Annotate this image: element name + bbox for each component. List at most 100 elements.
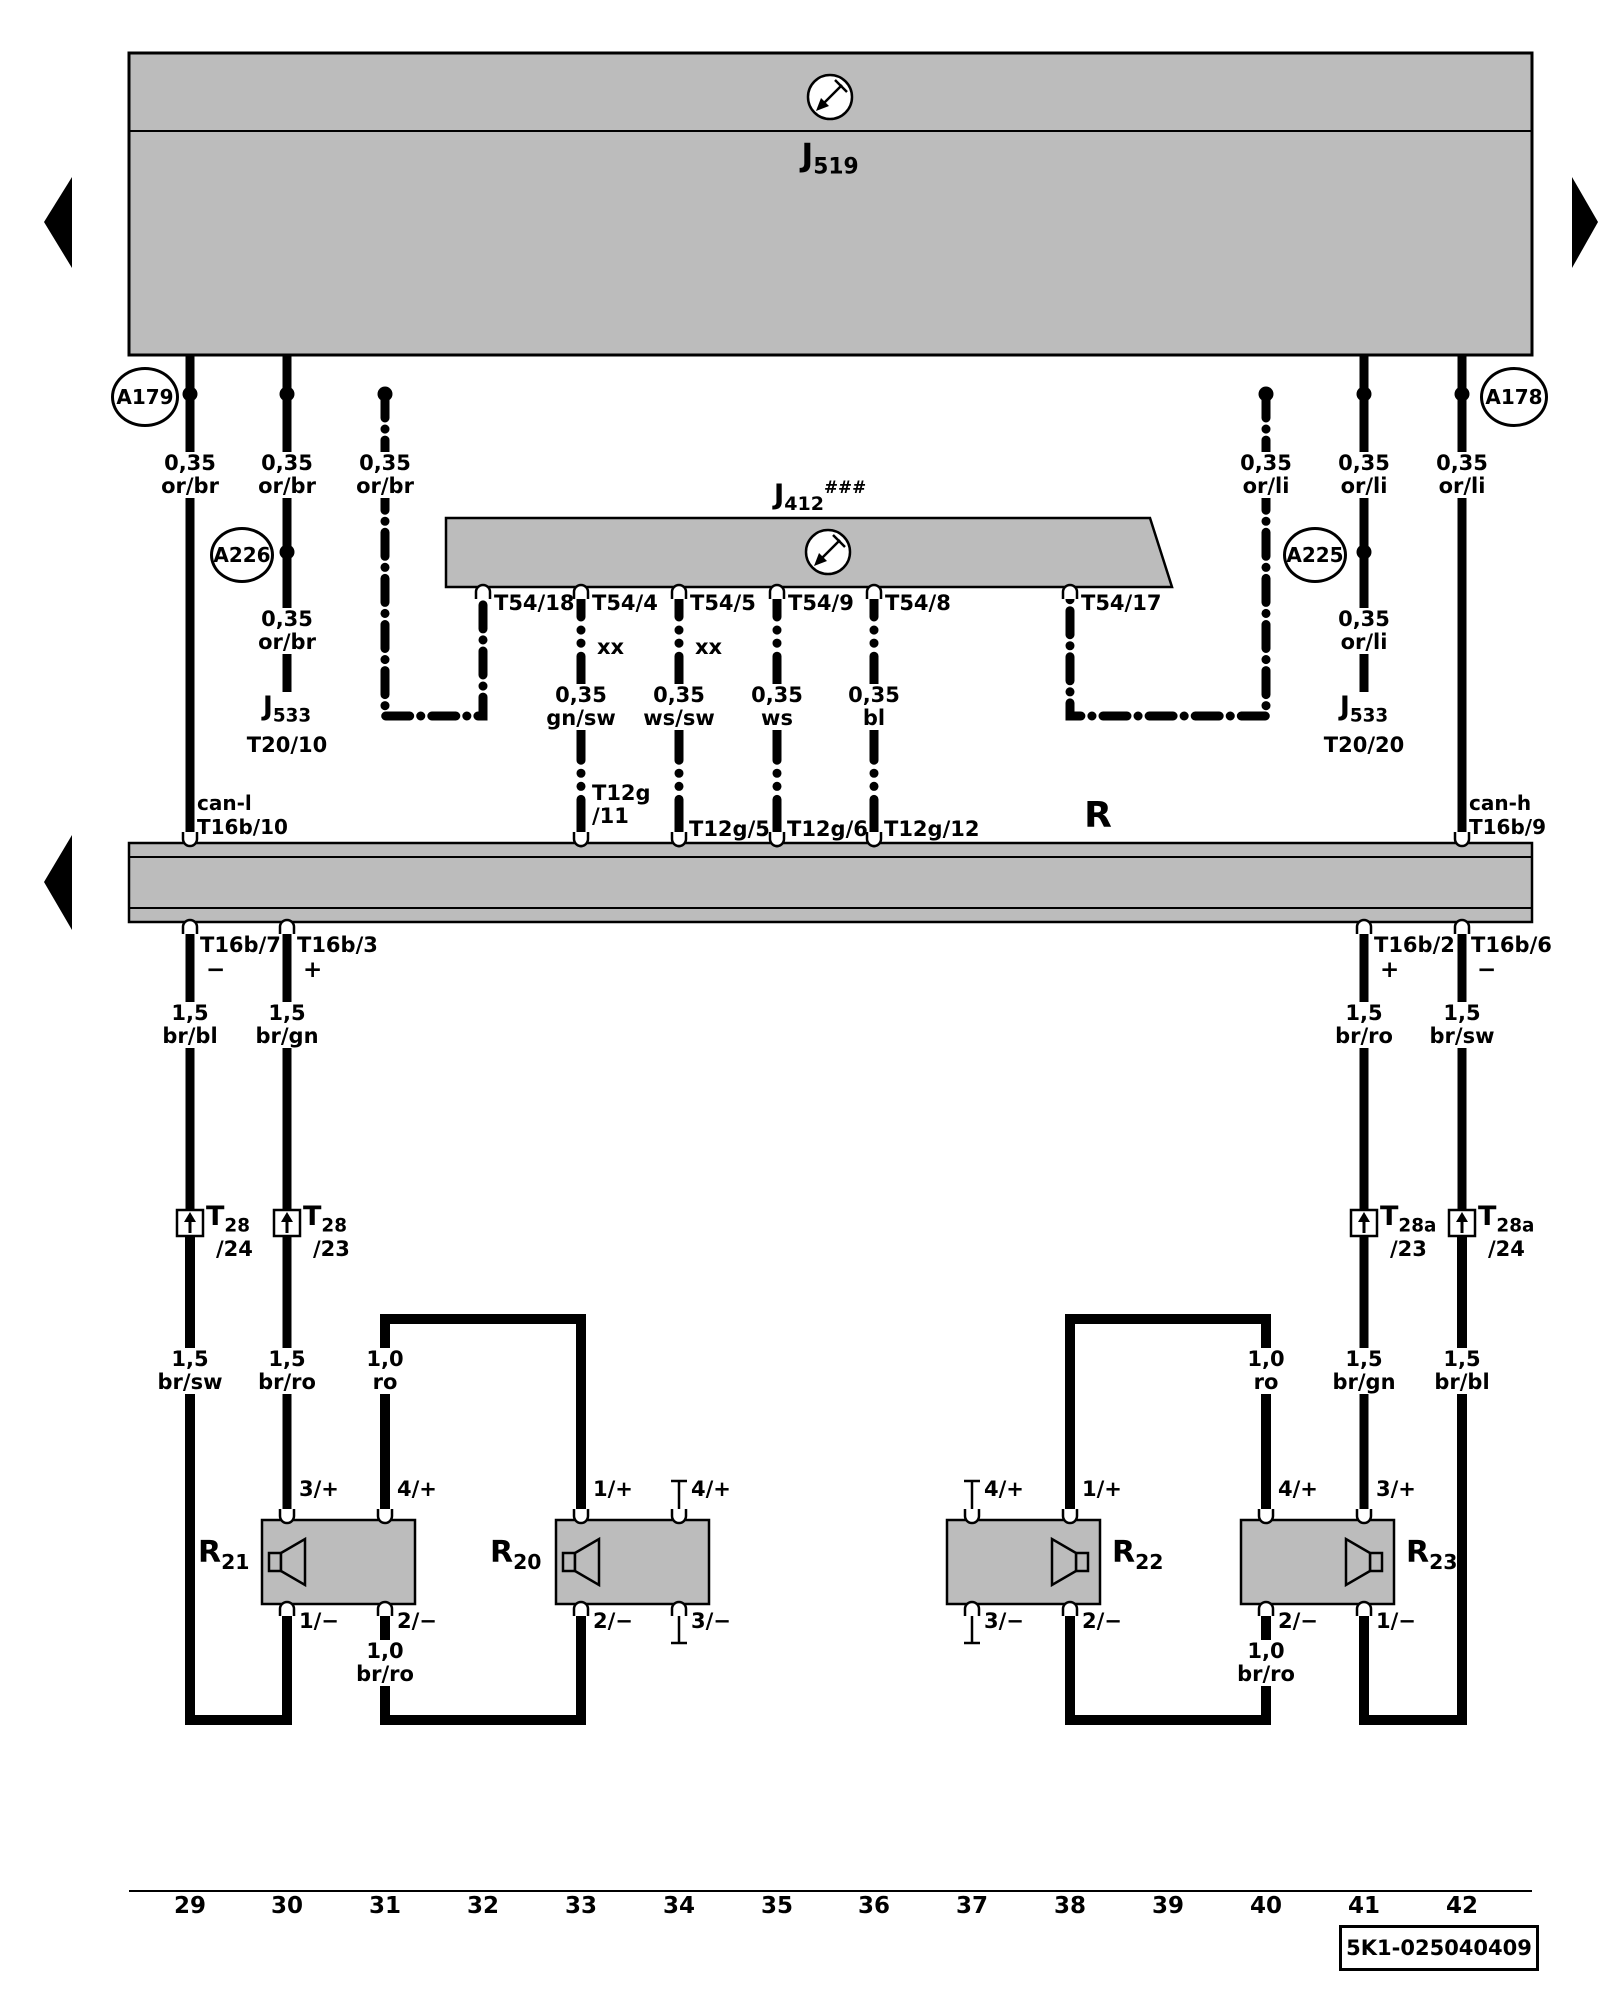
wire-gauge-label: 1,0 ro: [364, 1347, 406, 1395]
connector-label: T28: [206, 1201, 250, 1237]
r-bus-label: R: [1084, 795, 1112, 836]
wire-gauge-label: 0,35 or/li: [1434, 451, 1490, 499]
r-bus-box: [127, 841, 1534, 924]
wire-gauge-label: 0,35 or/li: [1336, 451, 1392, 499]
wire-gauge-label: 0,35 or/br: [354, 451, 416, 499]
speaker-terminal-label: 1/+: [593, 1477, 633, 1501]
bridge-r21-r20-plus: [380, 1314, 586, 1520]
connector-t28a-24-icon: [1447, 1208, 1477, 1238]
speaker-terminal-label: 3/+: [1376, 1477, 1416, 1501]
terminal-label: T16b/10: [197, 815, 288, 839]
j533-terminal-label: T20/20: [1323, 733, 1405, 757]
junction-dots: [182, 386, 1470, 560]
speaker-terminal-label: 1/−: [299, 1609, 339, 1633]
terminal-label: T54/4: [592, 591, 658, 615]
speaker-terminal-label: 3/−: [984, 1609, 1024, 1633]
terminal-label: T54/8: [885, 591, 951, 615]
speaker-r20-label: R20: [490, 1535, 542, 1574]
track-number: 36: [857, 1893, 891, 1919]
connector-pin-label: /23: [313, 1237, 350, 1261]
wire-gauge-label: 1,0 br/ro: [354, 1639, 416, 1687]
track-number: 32: [466, 1893, 500, 1919]
connector-label: T28: [303, 1201, 347, 1237]
marker-a226: A226: [210, 527, 274, 583]
j533-label: J533: [1337, 691, 1391, 727]
marker-a179: A179: [111, 367, 179, 427]
terminal-label: T54/9: [788, 591, 854, 615]
speaker-terminal-label: 2/−: [1082, 1609, 1122, 1633]
terminal-label: T16b/9: [1469, 815, 1547, 839]
xx-marker: xx: [695, 635, 723, 659]
wire-gauge-label: 1,5 br/bl: [1432, 1347, 1492, 1395]
track-number: 34: [662, 1893, 696, 1919]
track-number: 30: [270, 1893, 304, 1919]
connector-pin-label: /24: [1488, 1237, 1525, 1261]
speaker-terminal-label: 3/−: [691, 1609, 731, 1633]
speaker-terminal-label: 1/+: [1082, 1477, 1122, 1501]
wire-gauge-label: 1,5 br/gn: [253, 1001, 321, 1049]
wire-r21-minus-return: [185, 1236, 292, 1725]
polarity-sign: +: [303, 957, 323, 983]
diagram-part-number: 5K1-025040409: [1339, 1925, 1539, 1971]
wire-gauge-label: 1,5 br/sw: [1427, 1001, 1497, 1049]
page-arrow-left-middle-icon: [44, 835, 72, 930]
wire-dashdot-right: [1065, 389, 1271, 721]
wire-r23-minus-return: [1359, 1236, 1467, 1725]
wire-gauge-label: 0,35 or/br: [256, 451, 318, 499]
speaker-terminal-label: 2/−: [1278, 1609, 1318, 1633]
page-arrow-right-top-icon: [1572, 177, 1598, 268]
speaker-icon: [1050, 1536, 1090, 1588]
speaker-terminal-label: 4/+: [1278, 1477, 1318, 1501]
track-number: 38: [1053, 1893, 1087, 1919]
marker-a225: A225: [1283, 527, 1347, 583]
terminal-label: T16b/3: [297, 933, 378, 957]
speaker-terminal-label: 4/+: [984, 1477, 1024, 1501]
terminal-label: T12g/5: [689, 817, 770, 841]
wire-gauge-label: 0,35 or/br: [256, 607, 318, 655]
bus-signal-label: can-l: [197, 791, 252, 815]
terminal-label: T54/17: [1081, 591, 1162, 615]
terminal-label: T54/18: [494, 591, 575, 615]
wire-gauge-label: 1,5 br/ro: [1333, 1001, 1395, 1049]
connector-label: T28a: [1380, 1201, 1437, 1237]
track-number: 35: [760, 1893, 794, 1919]
polarity-sign: −: [1477, 957, 1497, 983]
speaker-icon: [561, 1536, 601, 1588]
marker-a178: A178: [1480, 367, 1548, 427]
wire-gauge-label: 0,35 or/br: [159, 451, 221, 499]
wire-gauge-label: 1,5 br/bl: [160, 1001, 220, 1049]
j533-terminal-label: T20/10: [246, 733, 328, 757]
speaker-terminal-label: 3/+: [299, 1477, 339, 1501]
wire-gauge-label: 1,5 br/sw: [155, 1347, 225, 1395]
track-number: 33: [564, 1893, 598, 1919]
speaker-terminal-label: 2/−: [593, 1609, 633, 1633]
connector-label: T28a: [1478, 1201, 1535, 1237]
wire-gauge-label: 0,35 ws/sw: [641, 683, 717, 731]
wire-gauge-label: 0,35 or/li: [1336, 607, 1392, 655]
bridge-r22-r23-plus: [1065, 1314, 1271, 1520]
speaker-terminal-label: 4/+: [691, 1477, 731, 1501]
speaker-terminal-label: 2/−: [397, 1609, 437, 1633]
connector-pin-label: /23: [1390, 1237, 1427, 1261]
terminal-sockets: [181, 583, 1471, 1618]
track-number: 40: [1249, 1893, 1283, 1919]
wire-dashdot-left: [380, 389, 488, 721]
speaker-r22-label: R22: [1112, 1535, 1164, 1574]
terminal-label: T16b/6: [1471, 933, 1552, 957]
track-number: 29: [173, 1893, 207, 1919]
track-number: 42: [1445, 1893, 1479, 1919]
j533-label: J533: [260, 691, 314, 727]
polarity-sign: −: [206, 957, 226, 983]
track-number: 37: [955, 1893, 989, 1919]
speaker-terminal-label: 4/+: [397, 1477, 437, 1501]
wire-gauge-label: 1,0 br/ro: [1235, 1639, 1297, 1687]
track-number: 41: [1347, 1893, 1381, 1919]
j519-label: J519: [801, 136, 859, 180]
speaker-r21-label: R21: [198, 1535, 250, 1574]
wire-gauge-label: 0,35 or/li: [1238, 451, 1294, 499]
page-arrow-left-top-icon: [44, 177, 72, 268]
wire-gauge-label: 1,5 br/ro: [256, 1347, 318, 1395]
track-number: 39: [1151, 1893, 1185, 1919]
